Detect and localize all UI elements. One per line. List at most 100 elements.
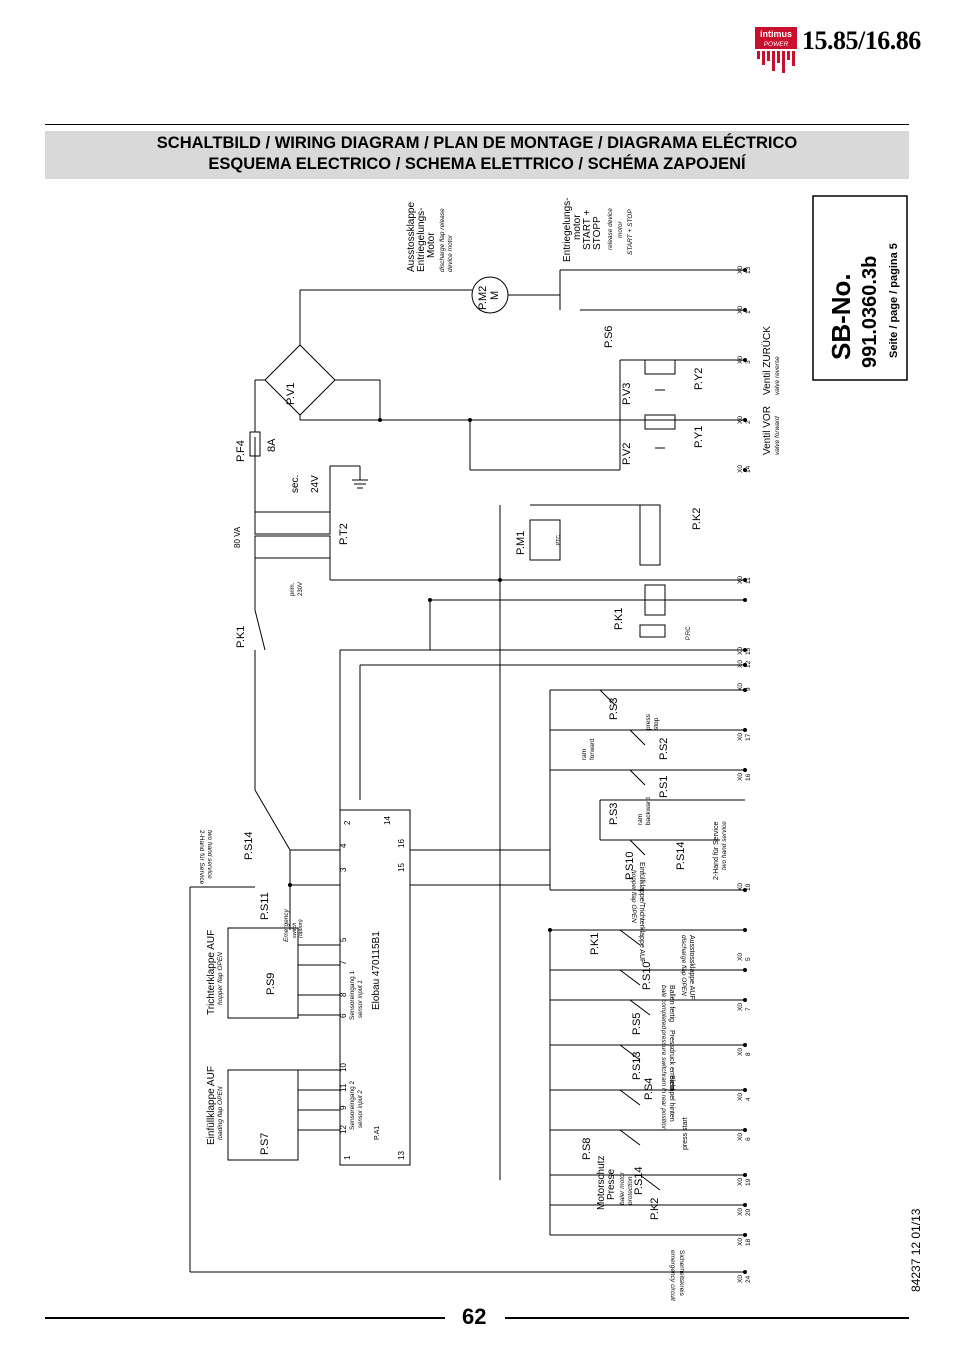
transformer-label: P.T2: [338, 523, 350, 545]
ram-forward-1: ram: [581, 749, 588, 760]
page-number: 62: [462, 1304, 487, 1329]
terminal-num: 11: [745, 577, 752, 584]
terminal-num: 6: [745, 1137, 752, 1141]
s13-label: P.S13: [631, 1051, 643, 1080]
terminal-num: 18: [745, 1238, 752, 1246]
emergency: Emergency: [283, 908, 290, 942]
pa1-terminal: 12: [339, 1125, 348, 1134]
discharge-open: discharge flap OPEN: [680, 935, 687, 996]
entriegel-en-1: release device: [607, 208, 614, 250]
entriegel-3: START +: [582, 210, 593, 250]
zweihand-left: 2-Hand für Service: [198, 830, 205, 885]
s9-label: P.S9: [265, 973, 277, 995]
s14b-label: P.S14: [633, 1166, 645, 1195]
entriegel-en-2: motor: [617, 221, 624, 238]
ballen-fertig: Ballen fertig: [668, 985, 675, 1022]
terminal-x0: X0: [737, 660, 744, 668]
terminal-num: 4: [745, 1097, 752, 1101]
press-start: press start: [682, 1117, 689, 1150]
k1b-label: P.K1: [589, 933, 601, 955]
terminal-x0: X0: [737, 1178, 744, 1186]
pa1-terminal: 6: [339, 1013, 348, 1018]
terminal-num: 14: [745, 465, 752, 473]
k2b-label: P.K2: [649, 1198, 661, 1220]
rc-label: P.RC: [686, 626, 692, 640]
loading-open: loading flap OPEN: [217, 1086, 224, 1140]
model-number: 15.85/16.86: [802, 26, 921, 55]
ausstoss-3: Motor: [426, 232, 437, 258]
terminal-num: 17: [745, 733, 752, 741]
terminal-num: 19: [745, 1178, 752, 1186]
emergency-sub-2: (option): [298, 919, 304, 938]
sensor2-en: sensor input 2: [358, 1090, 364, 1128]
sensor2: Sensoreingang 2: [349, 1080, 356, 1130]
y1-label: P.Y1: [693, 426, 705, 448]
ausstoss-en-1: discharge flap release: [439, 208, 446, 272]
terminal-x0: X0: [737, 1093, 744, 1101]
terminal-x0: X0: [737, 883, 744, 891]
motor2-symbol: M: [489, 291, 501, 300]
v3-label: P.V3: [621, 383, 633, 405]
doc-reference: 84237 12 01/13: [909, 1208, 923, 1292]
pa1-label: P.A1: [374, 1126, 381, 1140]
terminal-num: 3: [745, 360, 752, 364]
s11-label: P.S11: [259, 892, 271, 920]
valve-reverse: valve reverse: [774, 356, 781, 395]
ptc-label: PTC: [556, 535, 562, 545]
motorschutz-1: Motorschutz: [596, 1156, 607, 1210]
fuse-rating: 8A: [266, 438, 278, 452]
pa1-terminal: 3: [339, 867, 348, 872]
k2-label: P.K2: [691, 508, 703, 530]
trichterklappe: Trichterklappe AUF: [206, 930, 217, 1015]
two-hand-service: two hand service: [721, 821, 728, 870]
v2-label: P.V2: [621, 443, 633, 465]
terminal-x0: X0: [737, 1003, 744, 1011]
pressdruck: Pressdruck erreicht: [668, 1030, 675, 1090]
terminal-x0: X0: [737, 306, 744, 314]
title-line-2: ESQUEMA ELECTRICO / SCHEMA ELETTRICO / S…: [208, 155, 746, 173]
s10-label: P.S10: [624, 851, 636, 880]
entriegel-1: Entriegelungs-: [562, 198, 573, 262]
ram-forward-2: forward: [589, 738, 596, 760]
terminal-x0: X0: [737, 465, 744, 473]
s1-label: P.S1: [658, 776, 670, 798]
sec-label: sec.: [290, 475, 301, 493]
transformer-va: 80 VA: [233, 526, 242, 548]
motorschutz-2: Presse: [606, 1168, 617, 1200]
prim-voltage: 230V: [298, 582, 304, 596]
logo-sub: POWER: [764, 41, 789, 48]
stempel-hinten: Stempel hinten: [668, 1075, 675, 1122]
pa1-terminal: 7: [339, 960, 348, 965]
two-hand-left: two hand service: [206, 830, 213, 879]
s8-label: P.S8: [581, 1138, 593, 1160]
rectifier-label: P.V1: [285, 383, 297, 405]
s5-label: P.S5: [631, 1013, 643, 1035]
sensor1: Sensoreingang 1: [349, 970, 356, 1020]
motor2-label: P.M2: [477, 286, 489, 310]
motor1-label: P.M1: [515, 531, 527, 555]
terminal-x0: X0: [737, 773, 744, 781]
entriegel-2: motor: [572, 214, 583, 240]
terminal-x0: X0: [737, 1238, 744, 1246]
entriegel-en-3: START + STOP: [627, 209, 634, 255]
terminal-num: 15: [745, 647, 752, 655]
pa1-terminal: 10: [339, 1063, 348, 1072]
ram-backward-1: ram: [637, 814, 644, 825]
title-banner: SCHALTBILD / WIRING DIAGRAM / PLAN DE MO…: [45, 131, 909, 179]
terminal-num: 5: [745, 957, 752, 961]
terminal-x0: X0: [737, 1275, 744, 1283]
terminal-num: 24: [745, 1275, 752, 1283]
footer-rule-right: [505, 1317, 909, 1319]
pa1-terminal: 13: [397, 1151, 406, 1160]
motorschutz-en-1: baler motor: [619, 1171, 626, 1205]
title-line-1: SCHALTBILD / WIRING DIAGRAM / PLAN DE MO…: [156, 134, 798, 152]
valve-forward: valve forward: [774, 416, 781, 455]
s3-label: P.S3: [608, 698, 620, 720]
sb-number: 991.0360.3b: [859, 256, 881, 368]
prim-label: prim.: [290, 582, 296, 596]
k1-label: P.K1: [613, 608, 625, 630]
s6-label: P.S6: [603, 326, 615, 348]
elobau-label: Elobau 470115B1: [371, 931, 382, 1010]
ventil-vor: Ventil VOR: [762, 406, 773, 455]
pa1-terminal: 9: [339, 1105, 348, 1110]
